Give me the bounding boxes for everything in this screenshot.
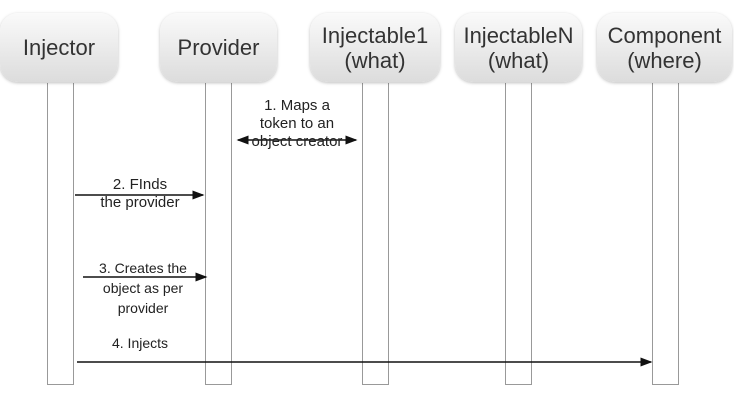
participant-label: Provider [177,35,260,60]
participant-injectable1: Injectable1(what) [310,13,440,82]
participant-sublabel: (what) [487,47,550,73]
label-line: 4. Injects [111,335,169,351]
message-2-label: 2. FInds the provider [75,176,205,212]
label-line: object as per [102,280,184,296]
label-line: 3. Creates the [99,260,187,276]
lifeline-component [652,83,679,385]
lifeline-provider [205,83,232,385]
message-4-label: 4. Injects [85,334,195,352]
participant-sublabel: (what) [344,47,406,73]
message-3-label: 3. Creates the object as per provider [76,258,210,318]
message-1-label: 1. Maps a token to an object creator [237,97,357,151]
label-line: the provider [100,194,180,211]
participant-label: InjectableN [463,22,574,48]
participant-label: Component [607,22,722,48]
lifeline-injectablen [505,83,532,385]
participant-label: Injectable1 [321,22,429,48]
label-line: token to an [259,115,335,132]
participant-component: Component(where) [597,13,732,82]
participant-injector: Injector [0,13,118,82]
label-line: provider [117,300,169,316]
participant-injectablen: InjectableN(what) [455,13,582,82]
participant-provider: Provider [160,13,277,82]
lifeline-injector [47,83,74,385]
lifeline-injectable1 [362,83,389,385]
participant-sublabel: (where) [627,47,702,73]
label-line: 1. Maps a [264,97,330,114]
label-line: 2. FInds [112,176,168,193]
participant-label: Injector [22,35,96,60]
label-line: object creator [251,133,343,150]
